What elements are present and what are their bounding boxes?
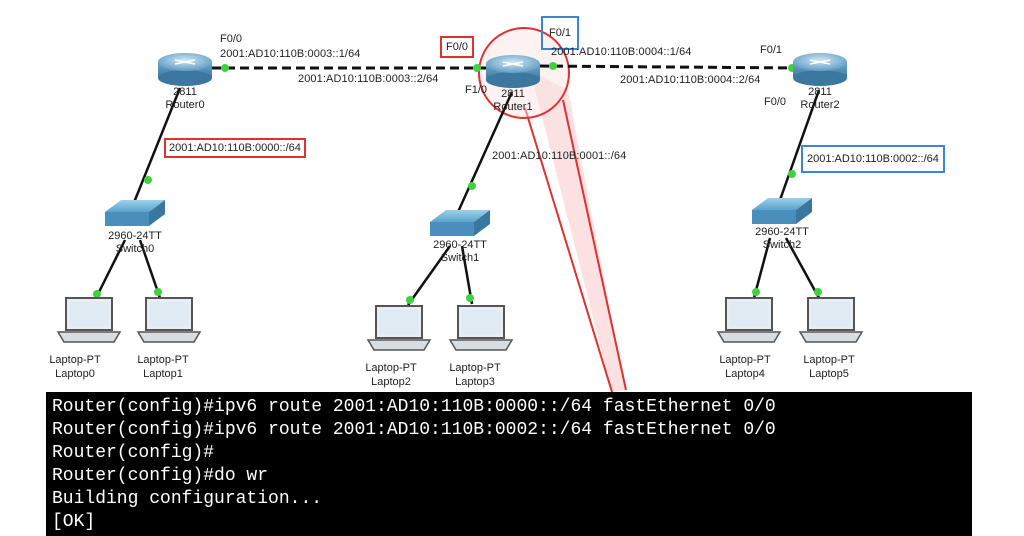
switch0-model: 2960-24TT (108, 230, 162, 242)
address-r0-r1-b: 2001:AD10:110B:0003::2/64 (298, 73, 439, 85)
address-r1-r2-a: 2001:AD10:110B:0004::1/64 (551, 46, 692, 58)
laptop-icon[interactable] (448, 305, 514, 351)
cli-terminal[interactable]: Router(config)#ipv6 route 2001:AD10:110B… (46, 392, 972, 536)
laptop4-name: Laptop4 (725, 368, 765, 380)
laptop3-name: Laptop3 (455, 376, 495, 388)
router2-model: 2811 (808, 86, 832, 98)
router-icon[interactable] (793, 53, 847, 86)
laptop3-model: Laptop-PT (449, 362, 501, 374)
switch-icon[interactable] (430, 210, 490, 236)
laptop-icon[interactable] (366, 305, 432, 351)
port-label-router0-f00: F0/0 (220, 33, 243, 45)
laptop1-name: Laptop1 (143, 368, 183, 380)
address-r0-r1-a: 2001:AD10:110B:0003::1/64 (220, 48, 361, 60)
laptop5-model: Laptop-PT (803, 354, 855, 366)
switch0-name: Switch0 (115, 243, 155, 255)
router0-model: 2811 (173, 86, 197, 98)
router-icon[interactable] (158, 53, 212, 86)
laptop-icon[interactable] (716, 297, 782, 343)
link-switch2-laptops (752, 237, 822, 299)
laptop2-name: Laptop2 (371, 376, 411, 388)
switch1-model: 2960-24TT (433, 239, 487, 251)
terminal-line: Router(config)# (52, 443, 215, 463)
laptop4-model: Laptop-PT (719, 354, 771, 366)
link-router0-switch0 (131, 87, 182, 206)
laptop5-name: Laptop5 (809, 368, 849, 380)
router2-name: Router2 (800, 99, 840, 111)
address-r1-r2-b: 2001:AD10:110B:0004::2/64 (620, 74, 761, 86)
switch2-model: 2960-24TT (755, 226, 809, 238)
link-router1-router2 (539, 62, 801, 72)
terminal-line: [OK] (52, 512, 96, 532)
router0-name: Router0 (165, 99, 205, 111)
terminal-line: Router(config)#ipv6 route 2001:AD10:110B… (52, 420, 776, 440)
port-label-router2-f01: F0/1 (760, 44, 783, 56)
port-label-router2-f00: F0/0 (764, 96, 787, 108)
laptop1-model: Laptop-PT (137, 354, 189, 366)
laptop0-name: Laptop0 (55, 368, 95, 380)
laptop0-model: Laptop-PT (49, 354, 101, 366)
lan0-prefix-box: 2001:AD10:110B:0000::/64 (164, 138, 306, 158)
lan2-prefix-box: 2001:AD10:110B:0002::/64 (801, 145, 945, 173)
switch1-name: Switch1 (440, 252, 480, 264)
link-switch1-laptops (406, 245, 474, 306)
link-switch0-laptops (93, 239, 162, 301)
laptop-icon[interactable] (798, 297, 864, 343)
router-icon[interactable] (486, 55, 540, 88)
port-label-router1-f10: F1/0 (465, 84, 488, 96)
switch-icon[interactable] (752, 198, 812, 224)
link-router0-router1 (212, 64, 487, 72)
port-label-router1-f00: F0/0 (440, 36, 475, 58)
switch-icon[interactable] (105, 200, 165, 226)
switch2-name: Switch2 (762, 239, 802, 251)
router1-model: 2811 (501, 88, 525, 100)
terminal-line: Router(config)#ipv6 route 2001:AD10:110B… (52, 397, 776, 417)
terminal-line: Building configuration... (52, 489, 323, 509)
laptop2-model: Laptop-PT (365, 362, 417, 374)
port-label-router1-f01: F0/1 (541, 16, 580, 50)
link-router2-switch2 (778, 89, 821, 201)
terminal-line: Router(config)#do wr (52, 466, 269, 486)
laptop-icon[interactable] (136, 297, 202, 343)
router1-name: Router1 (493, 101, 533, 113)
lan1-prefix-label: 2001:AD10:110B:0001::/64 (492, 150, 627, 162)
laptop-icon[interactable] (56, 297, 122, 343)
link-router1-switch1 (456, 91, 514, 213)
